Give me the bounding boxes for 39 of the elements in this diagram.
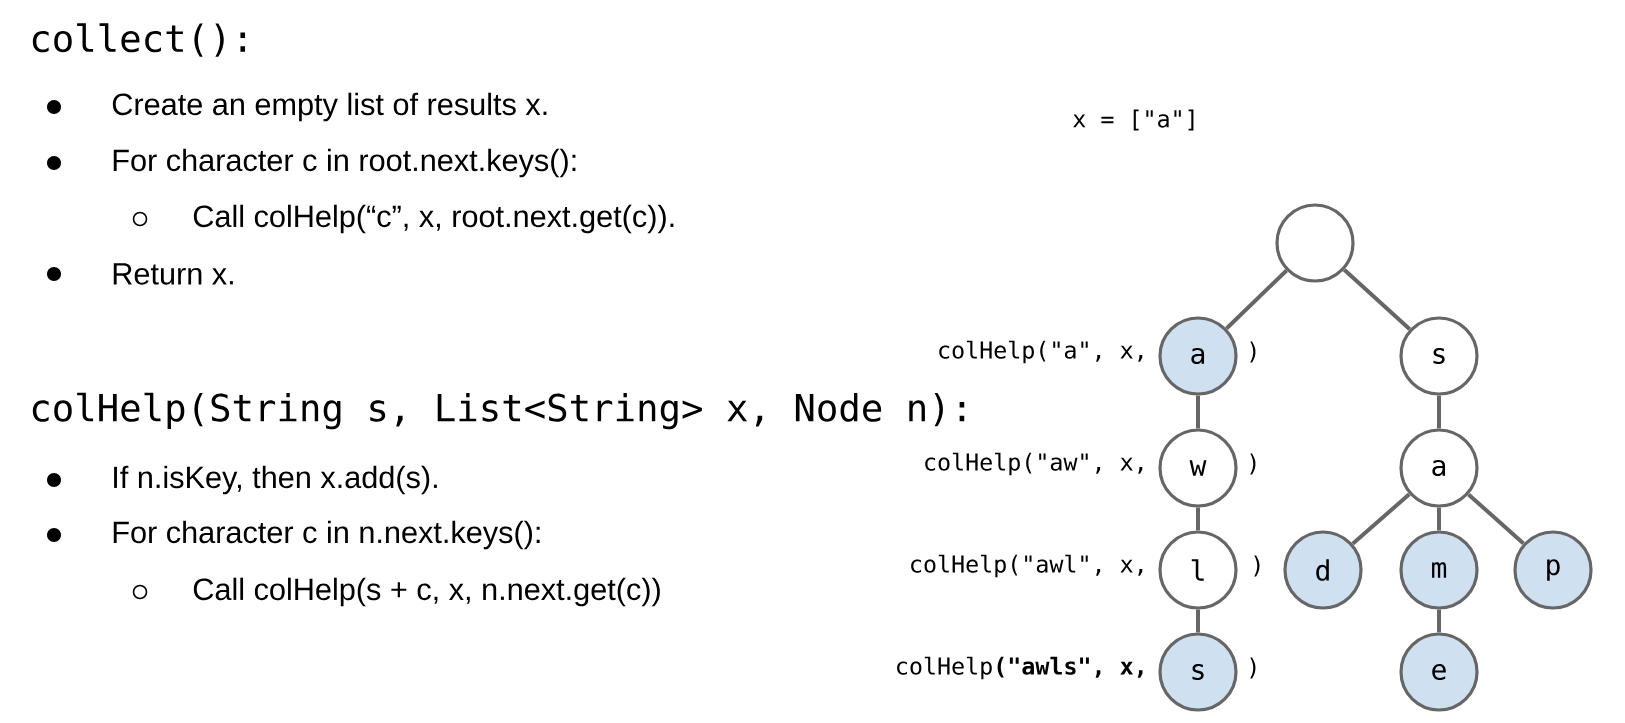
tree-node: l bbox=[1158, 530, 1238, 610]
bullet-text: Call colHelp(s + c, x, n.next.get(c)) bbox=[193, 577, 660, 607]
call-label: colHelp("aw", x, bbox=[925, 452, 1143, 476]
tree-node: p bbox=[1513, 530, 1593, 610]
tree-edge bbox=[1196, 609, 1200, 633]
closing-paren: ) bbox=[1254, 555, 1260, 577]
function-heading: collect(): bbox=[32, 23, 246, 57]
tree-node: s bbox=[1399, 316, 1479, 396]
tree-node: d bbox=[1283, 530, 1363, 610]
tree-edge bbox=[1437, 395, 1441, 429]
closing-paren: ) bbox=[1250, 453, 1256, 475]
bullet-text: For character c in root.next.keys(): bbox=[113, 148, 576, 178]
tree-edge bbox=[1196, 395, 1200, 429]
function-heading: colHelp(String s, List<String> x, Node n): bbox=[32, 392, 965, 430]
tree-node: s bbox=[1158, 632, 1238, 712]
tree-edge bbox=[1437, 507, 1441, 531]
bullet-text: Return x. bbox=[113, 263, 233, 285]
closing-paren: ) bbox=[1250, 657, 1256, 679]
code-text: x = ["a"] bbox=[1073, 109, 1194, 131]
bullet-text: If n.isKey, then x.add(s). bbox=[114, 465, 437, 495]
tree-node: e bbox=[1399, 632, 1479, 712]
tree-node bbox=[1275, 203, 1355, 283]
tree-node: a bbox=[1399, 428, 1479, 508]
tree-edge bbox=[1437, 609, 1441, 633]
closing-paren: ) bbox=[1250, 341, 1256, 363]
call-label: colHelp("awls", x, bbox=[897, 656, 1143, 680]
tree-node: w bbox=[1158, 428, 1238, 508]
bullet-text: For character c in n.next.keys(): bbox=[113, 520, 540, 550]
tree-edge bbox=[1196, 507, 1200, 531]
call-label: colHelp("a", x, bbox=[939, 340, 1143, 364]
bullet-text: Create an empty list of results x. bbox=[112, 92, 547, 122]
tree-edge bbox=[1467, 492, 1525, 546]
tree-edge bbox=[1225, 269, 1288, 330]
tree-node: m bbox=[1399, 530, 1479, 610]
tree-node: a bbox=[1158, 316, 1238, 396]
call-label: colHelp("awl", x, bbox=[911, 554, 1143, 578]
bullet-text: Call colHelp(“c”, x, root.next.get(c)). bbox=[193, 204, 674, 234]
tree-edge bbox=[1351, 492, 1411, 546]
tree-edge bbox=[1342, 268, 1412, 331]
